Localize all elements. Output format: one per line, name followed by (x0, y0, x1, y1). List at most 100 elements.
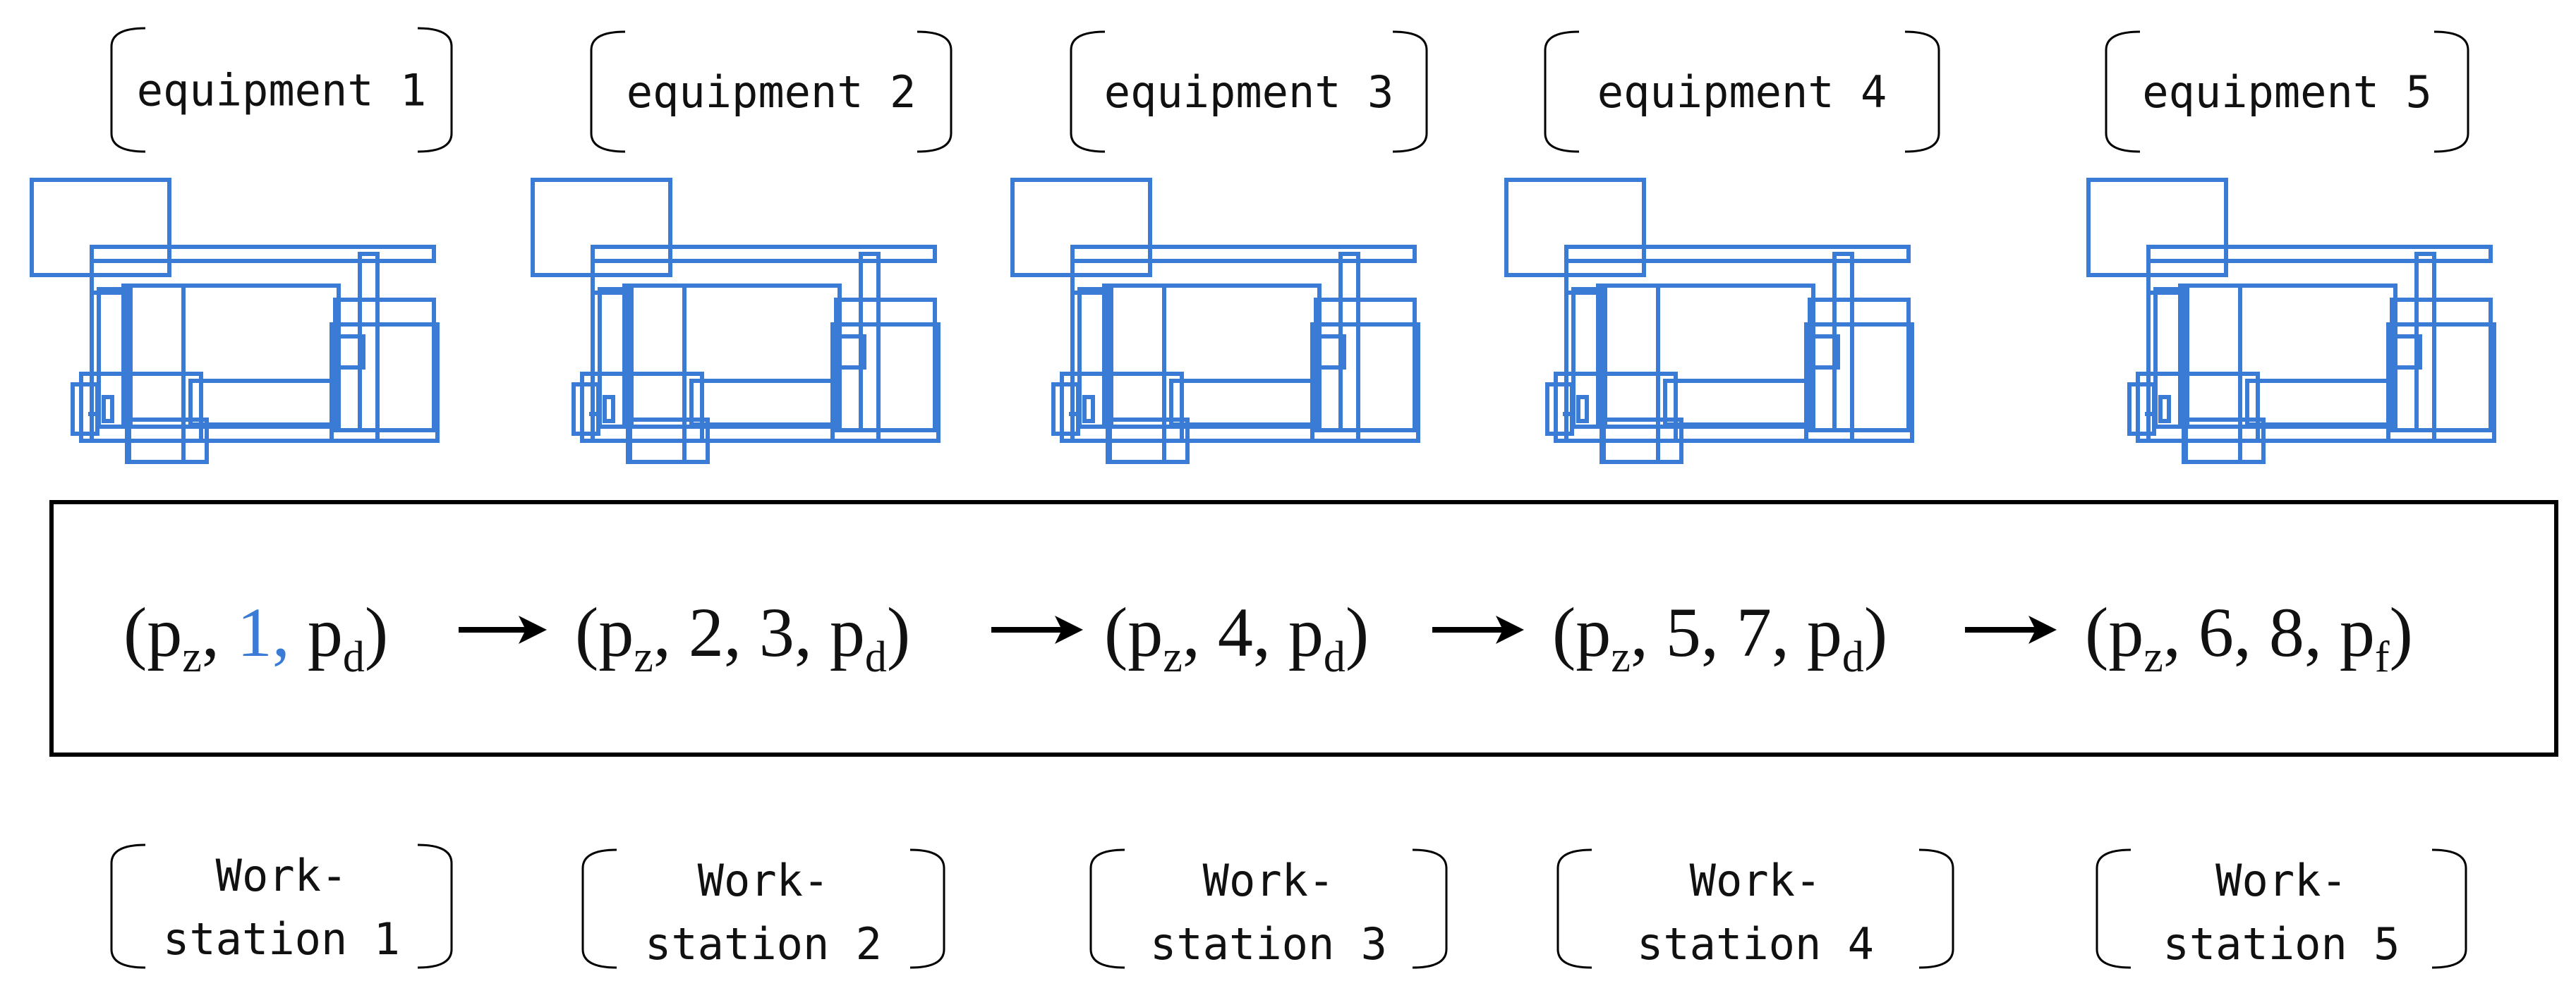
tuple-end: p (1288, 593, 1324, 671)
sequence-arrow-3 (1432, 616, 1524, 644)
equipment-label-left-bracket (1544, 30, 1580, 153)
arrow-head (1055, 616, 1083, 644)
equipment-label-right-bracket (917, 30, 953, 153)
machine-part (121, 284, 341, 429)
workstation-label-right-bracket (1918, 848, 1954, 969)
tuple-item: 6 (2199, 593, 2234, 671)
equipment-label-text: equipment 5 (2142, 66, 2432, 118)
machine-part (1310, 322, 1420, 443)
equipment-label-left-bracket (2105, 30, 2141, 153)
tuple-start-subscript: z (1611, 633, 1631, 681)
sequence-arrow-1 (459, 616, 547, 644)
machine-part (1808, 298, 1911, 432)
machine-part (329, 322, 440, 443)
tuple-start-subscript: z (1163, 633, 1183, 681)
workstation-label-right-bracket (2431, 848, 2467, 969)
tuple-item: 8 (2269, 593, 2304, 671)
equipment-label-text: equipment 3 (1104, 66, 1394, 118)
equipment-label-right-bracket (417, 27, 453, 153)
tuple-separator: , (1253, 593, 1288, 671)
tuple-close: ) (1346, 593, 1369, 671)
arrow-head (1496, 616, 1524, 644)
workstation-label-line1: Work- (2215, 855, 2347, 906)
tuple-separator: , (2304, 593, 2340, 671)
machine-part (1804, 322, 1914, 443)
sequence-arrow-2 (991, 616, 1083, 644)
tuple-item: 5 (1666, 593, 1701, 671)
machine-part (1314, 298, 1417, 432)
equipment-label-left-bracket (110, 27, 146, 153)
tuple-end-subscript: d (1842, 633, 1864, 681)
machine-part (1102, 284, 1322, 429)
tuple-start-subscript: z (182, 633, 202, 681)
tuple-end: p (2340, 593, 2375, 671)
workstation-label-right-bracket (909, 848, 945, 969)
tuple-close: ) (2390, 593, 2413, 671)
tuple-start-subscript: z (634, 633, 653, 681)
machine-part (1169, 379, 1322, 427)
tuple-separator: , (1772, 593, 1807, 671)
tuple-end-subscript: d (343, 633, 365, 681)
machine-part (2391, 334, 2422, 370)
machine-part (2153, 287, 2189, 429)
sequence-row: (pz, 1, pd)(pz, 2, 3, pd)(pz, 4, pd)(pz,… (123, 593, 2413, 681)
equipment-label-right-bracket (2433, 30, 2469, 153)
tuple-start-subscript: z (2143, 633, 2163, 681)
machine-part (71, 382, 99, 436)
sequence-tuple-4: (pz, 5, 7, pd) (1552, 593, 1887, 681)
machine-part (2178, 284, 2397, 429)
equipment-label-2: equipment 2 (590, 30, 953, 153)
machine-icon-3 (1010, 178, 1420, 464)
tuple-separator: , (2234, 593, 2269, 671)
sequence-tuple-2: (pz, 2, 3, pd) (575, 593, 910, 681)
machine-part (30, 178, 171, 277)
tuple-open: (p (2085, 593, 2143, 671)
tuple-separator: , (202, 593, 237, 671)
machine-part (2127, 382, 2156, 436)
equipment-label-4: equipment 4 (1544, 30, 1940, 153)
machine-part (622, 284, 842, 429)
tuple-close: ) (1864, 593, 1887, 671)
tuple-separator: , (272, 593, 308, 671)
machine-part (1082, 395, 1095, 423)
sequence-tuple-3: (pz, 4, pd) (1104, 593, 1369, 681)
machine-part (572, 382, 600, 436)
tuple-close: ) (887, 593, 910, 671)
sequence-arrow-4 (1965, 616, 2057, 644)
tuple-end-subscript: d (1324, 633, 1346, 681)
machine-icon-4 (1504, 178, 1914, 464)
machine-icon-2 (531, 178, 941, 464)
tuple-separator: , (724, 593, 759, 671)
machine-part (1315, 334, 1346, 370)
equipment-label-text: equipment 2 (627, 66, 917, 118)
machine-part (1051, 382, 1080, 436)
machine-part (689, 379, 842, 427)
workstation-label-left-bracket (110, 843, 146, 969)
tuple-close: ) (365, 593, 388, 671)
workstation-label-line2: station 1 (163, 913, 400, 965)
machine-part (97, 287, 133, 429)
tuple-separator: , (1183, 593, 1218, 671)
tuple-end: p (1807, 593, 1842, 671)
equipment-label-1: equipment 1 (110, 27, 453, 153)
machine-part (531, 178, 672, 277)
tuple-separator: , (2163, 593, 2199, 671)
machine-part (1077, 287, 1113, 429)
tuple-separator: , (794, 593, 830, 671)
workstation-label-line1: Work- (1690, 855, 1822, 906)
tuple-separator: , (653, 593, 689, 671)
machine-part (1571, 287, 1607, 429)
tuple-item: 1 (237, 593, 272, 671)
workstation-label-1: Work-station 1 (110, 843, 453, 969)
workstation-label-line2: station 3 (1150, 918, 1387, 970)
arrow-head (2028, 616, 2057, 644)
machine-icon-5 (2086, 178, 2496, 464)
machine-part (1596, 284, 1815, 429)
workstation-label-line1: Work- (216, 850, 348, 901)
tuple-item: 3 (759, 593, 794, 671)
machine-part (2245, 379, 2397, 427)
workstation-label-left-bracket (1556, 848, 1592, 969)
machine-part (188, 379, 341, 427)
workstation-label-line2: station 4 (1637, 918, 1874, 970)
equipment-label-text: equipment 4 (1597, 66, 1887, 118)
